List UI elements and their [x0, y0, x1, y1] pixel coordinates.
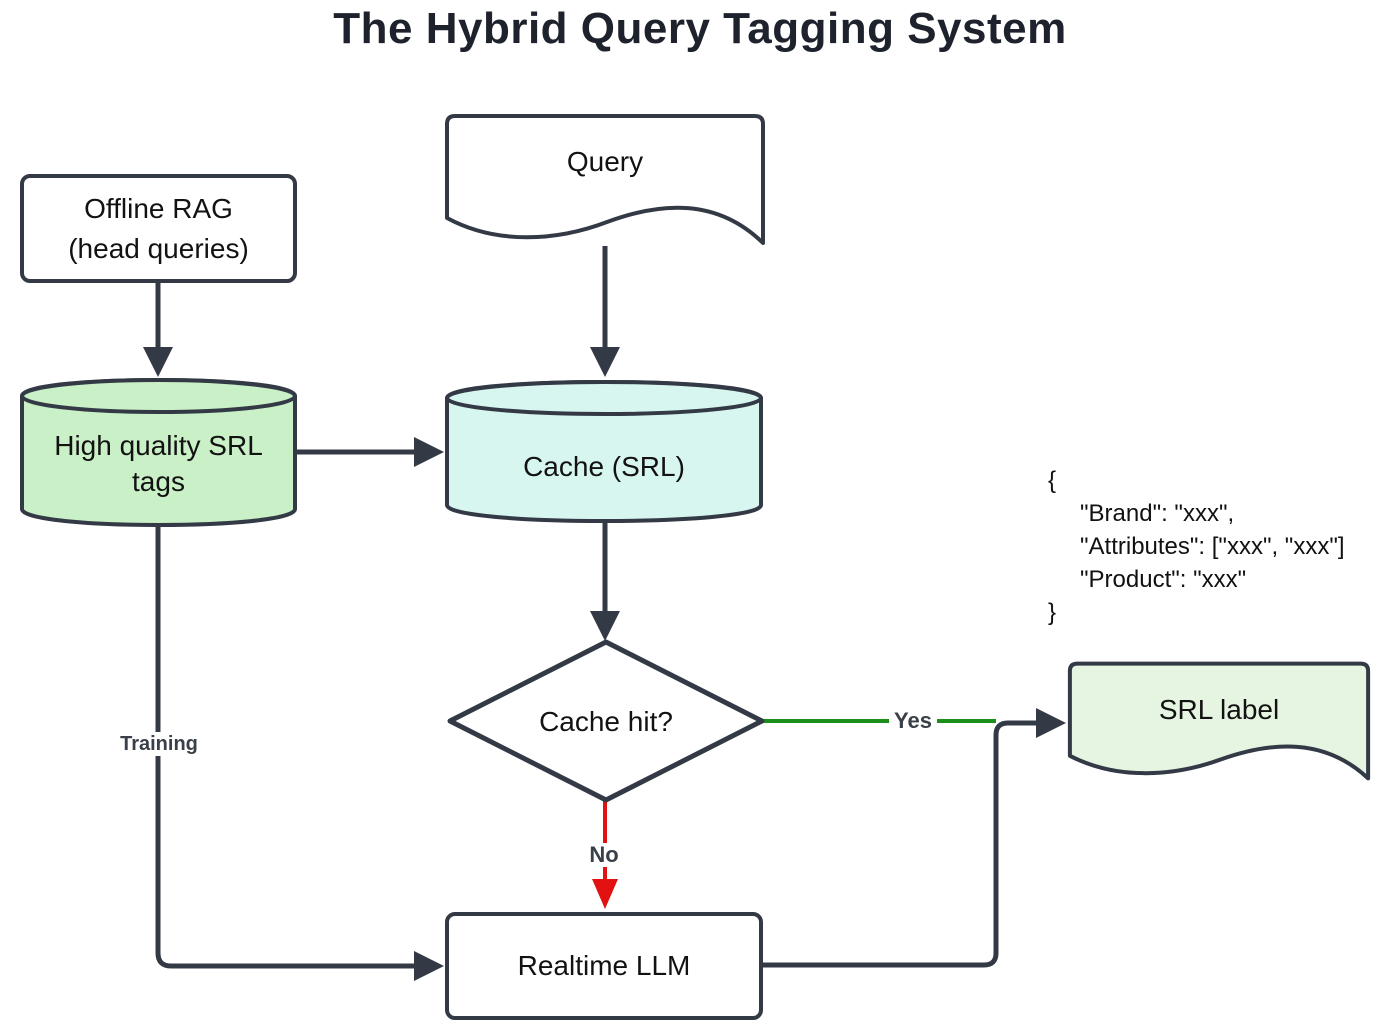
- node-cache: [445, 380, 763, 523]
- node-realtime-llm: Realtime LLM: [445, 912, 763, 1020]
- edge-label-training: Training: [115, 732, 203, 756]
- json-line: }: [1048, 599, 1057, 626]
- node-offline-rag: Offline RAG (head queries): [20, 174, 297, 283]
- edge-label-no: No: [584, 843, 624, 867]
- edge-cache-hit-no-red: [592, 799, 618, 909]
- node-cache-hit: [447, 639, 765, 803]
- node-offline-rag-label: Offline RAG (head queries): [68, 192, 249, 264]
- node-srl-tags: [20, 378, 297, 527]
- edge-query-to-cache: [590, 246, 620, 377]
- json-line: "Attributes": ["xxx", "xxx"]: [1080, 533, 1345, 560]
- srl-json-example: { "Brand": "xxx", "Attributes": ["xxx", …: [1048, 464, 1345, 629]
- json-line: "Product": "xxx": [1080, 566, 1247, 593]
- node-realtime-llm-label: Realtime LLM: [517, 950, 691, 981]
- diagram-title: The Hybrid Query Tagging System: [333, 4, 1067, 53]
- node-query: [445, 114, 765, 245]
- node-srl-label: [1068, 660, 1370, 782]
- edge-cache-to-cache-hit: [590, 523, 620, 641]
- edge-srl-tags-training-to-realtime-llm: [155, 527, 444, 981]
- edge-label-yes: Yes: [889, 709, 937, 733]
- json-line: {: [1048, 467, 1057, 494]
- edge-srl-tags-to-cache: [297, 437, 444, 467]
- edge-offline-rag-to-srl-tags: [143, 283, 173, 377]
- edge-realtime-llm-to-srl-label: [762, 708, 1066, 968]
- json-line: "Brand": "xxx",: [1080, 500, 1235, 527]
